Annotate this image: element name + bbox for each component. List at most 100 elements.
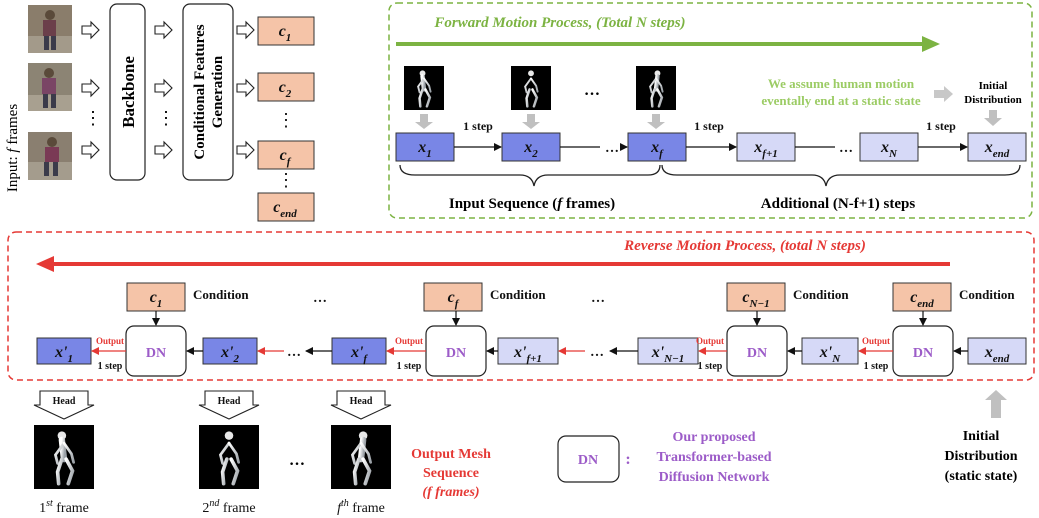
- forward-node-f: [627, 132, 687, 162]
- dn-label-1: DN: [146, 346, 166, 361]
- reverse-title: Reverse Motion Process, (total N steps): [623, 238, 866, 254]
- input-photo-f: [28, 132, 72, 180]
- initial-dist-down-arrow: [984, 110, 1002, 126]
- dn-label-4: DN: [913, 346, 933, 361]
- reverse-edge-hdots-2: …: [287, 345, 301, 360]
- reverse-node-7: [967, 337, 1027, 365]
- frame-caption-2: 2nd frame: [202, 498, 255, 516]
- reverse-edge-hdots-1: …: [590, 345, 604, 360]
- forward-node-label-2: x2: [523, 139, 538, 160]
- cond-feature-box-2: [257, 72, 315, 102]
- cond-gen-arrow-2: [236, 78, 255, 98]
- output-mesh-line-2: Sequence: [423, 466, 479, 481]
- condition-box-3: [726, 282, 786, 312]
- input-photo-2: [28, 63, 72, 111]
- forward-node-f+1: [736, 132, 796, 162]
- forward-node-label-f: xf: [650, 139, 664, 160]
- reverse-node-label-3: x'f: [350, 344, 368, 365]
- forward-mesh-arrow-1: [415, 114, 433, 129]
- condition-text-3: Condition: [793, 287, 849, 302]
- step-label-1: 1 step: [98, 361, 123, 372]
- cond-gen-label-1: Conditional Features: [192, 24, 208, 159]
- reverse-arrowhead: [36, 256, 54, 272]
- condition-box-4: [892, 282, 952, 312]
- additional-steps-brace: [661, 164, 1021, 187]
- condition-label-1: c1: [150, 289, 163, 310]
- frame-caption-3: fth frame: [337, 498, 385, 516]
- initial-bottom-line-2: Distribution: [944, 449, 1017, 464]
- input-vdots: ⋮: [84, 108, 102, 128]
- condition-hdots-1: …: [313, 291, 327, 306]
- cond-feature-label-2: c2: [279, 79, 292, 100]
- output-frames-hdots: …: [289, 452, 305, 469]
- cond-gen-box: [182, 3, 234, 181]
- input-arrow-1: [81, 20, 100, 40]
- cond-gen-arrow-3: [236, 140, 255, 160]
- condition-hdots-2: …: [591, 291, 605, 306]
- assume-arrow: [934, 86, 953, 102]
- head-label-3: Head: [350, 396, 373, 407]
- forward-node-end: [967, 132, 1027, 162]
- initial-dist-line-2: Distribution: [964, 94, 1021, 106]
- condition-text-4: Condition: [959, 287, 1015, 302]
- forward-arrowhead: [922, 36, 940, 52]
- head-arrow-1: [33, 390, 95, 420]
- forward-step-label-1: 1 step: [463, 119, 493, 133]
- cond-feature-box-end: [257, 192, 315, 222]
- forward-mesh-hdots: …: [584, 82, 600, 99]
- cond-feature-label-1: c1: [279, 23, 292, 44]
- step-label-2: 1 step: [397, 361, 422, 372]
- step-label-4: 1 step: [864, 361, 889, 372]
- forward-mesh-2: [511, 66, 551, 110]
- output-mesh-3: [331, 425, 391, 489]
- forward-edge-hdots-2: …: [839, 141, 853, 156]
- forward-mesh-arrow-3: [647, 114, 665, 129]
- legend-dn-label: DN: [578, 453, 598, 468]
- initial-dist-line-1: Initial: [979, 80, 1008, 92]
- reverse-panel: [7, 231, 1035, 381]
- reverse-node-label-5: x'N−1: [651, 344, 685, 365]
- condition-label-4: cend: [910, 289, 934, 310]
- reverse-node-label-1: x'1: [54, 344, 73, 365]
- cond-feature-box-1: [257, 16, 315, 46]
- legend-line-2: Transformer-based: [656, 450, 771, 465]
- cond-vdots-2: ⋮: [277, 170, 295, 190]
- condition-box-1: [126, 282, 186, 312]
- forward-mesh-3: [636, 66, 676, 110]
- forward-meshes: [404, 66, 1002, 129]
- reverse-node-1: [36, 337, 92, 365]
- cond-gen-label-2: Generation: [210, 55, 226, 128]
- output-label-3: Output: [696, 336, 724, 346]
- output-mesh-1: [34, 425, 94, 489]
- reverse-node-label-4: x'f+1: [513, 344, 542, 365]
- condition-text-2: Condition: [490, 287, 546, 302]
- forward-step-label-3: 1 step: [926, 119, 956, 133]
- input-arrow-2: [81, 78, 100, 98]
- forward-mesh-1: [404, 66, 444, 110]
- cond-feature-label-end: cend: [273, 199, 297, 220]
- head-arrow-3: [330, 390, 392, 420]
- reverse-node-label-6: x'N: [819, 344, 841, 365]
- output-label-1: Output: [96, 336, 124, 346]
- forward-edge-hdots-1: …: [605, 141, 619, 156]
- assume-line-2: eventally end at a static state: [761, 93, 920, 108]
- forward-node-label-N: xN: [880, 139, 898, 160]
- hollow-arrows: [81, 20, 255, 160]
- head-label-2: Head: [218, 396, 241, 407]
- output-label-4: Output: [862, 336, 890, 346]
- forward-node-label-end: xend: [984, 139, 1010, 160]
- reverse-node-label-2: x'2: [220, 344, 239, 365]
- step-label-3: 1 step: [698, 361, 723, 372]
- reverse-node-5: [637, 337, 699, 365]
- initial-bottom-line-3: (static state): [945, 469, 1018, 484]
- backbone-arrow-1: [154, 20, 173, 40]
- input-sequence-brace: [399, 164, 661, 187]
- backbone-box: [109, 3, 146, 181]
- forward-node-label-f+1: xf+1: [753, 139, 777, 160]
- frame-caption-1: 1st frame: [39, 498, 89, 516]
